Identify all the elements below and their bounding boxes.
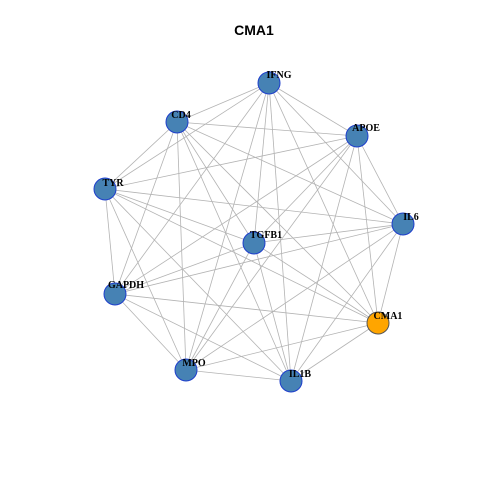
- edge-il6-gapdh: [114, 223, 404, 295]
- edge-ifng-tgfb1: [253, 82, 270, 244]
- edge-tgfb1-cma1: [253, 242, 379, 324]
- edge-tgfb1-il1b: [253, 242, 292, 382]
- edge-ifng-tyr: [104, 82, 270, 190]
- edge-mpo-il1b: [185, 369, 292, 382]
- edge-apoe-gapdh: [114, 135, 358, 295]
- node-label-gapdh: GAPDH: [108, 280, 144, 291]
- node-apoe: [345, 124, 369, 148]
- edge-apoe-cma1: [356, 135, 379, 324]
- edge-gapdh-il1b: [114, 293, 292, 382]
- edge-apoe-tyr: [104, 135, 358, 190]
- edge-apoe-mpo: [185, 135, 358, 371]
- node-tgfb1: [242, 231, 266, 255]
- edge-apoe-il1b: [290, 135, 358, 382]
- edge-tyr-il6: [104, 188, 404, 225]
- node-cd4: [165, 110, 189, 134]
- node-label-il6: IL6: [403, 212, 419, 223]
- edge-cd4-apoe: [176, 121, 358, 137]
- node-tyr: [93, 177, 117, 201]
- node-label-tyr: TYR: [102, 178, 124, 189]
- edge-tyr-cma1: [104, 188, 379, 324]
- edge-ifng-il1b: [268, 82, 292, 382]
- edge-ifng-cd4: [176, 82, 270, 123]
- edge-cma1-mpo: [185, 322, 379, 371]
- edge-il6-tgfb1: [253, 223, 404, 244]
- edge-cd4-tgfb1: [176, 121, 255, 244]
- node-gapdh: [103, 282, 127, 306]
- edge-gapdh-cma1: [114, 293, 379, 324]
- edge-tyr-gapdh: [104, 188, 116, 295]
- edge-tyr-il1b: [104, 188, 292, 382]
- edge-cd4-gapdh: [114, 121, 178, 295]
- edge-ifng-apoe: [268, 82, 358, 137]
- edge-il6-mpo: [185, 223, 404, 371]
- node-label-il1b: IL1B: [289, 369, 312, 380]
- edge-cd4-cma1: [176, 121, 379, 324]
- node-label-mpo: MPO: [182, 358, 206, 369]
- edge-ifng-cma1: [268, 82, 379, 324]
- node-label-tgfb1: TGFB1: [250, 230, 282, 241]
- node-label-cd4: CD4: [171, 110, 190, 121]
- node-label-cma1: CMA1: [374, 311, 403, 322]
- edge-il6-cma1: [377, 223, 404, 324]
- edge-tyr-tgfb1: [104, 188, 255, 244]
- edge-apoe-tgfb1: [253, 135, 358, 244]
- edge-tyr-mpo: [104, 188, 187, 371]
- node-label-ifng: IFNG: [267, 70, 292, 81]
- node-cma1: [366, 311, 390, 335]
- node-il6: [391, 212, 415, 236]
- diagram-title: CMA1: [234, 22, 274, 38]
- edge-ifng-il6: [268, 82, 404, 225]
- node-label-apoe: APOE: [352, 123, 380, 134]
- node-il1b: [279, 369, 303, 393]
- edge-cd4-mpo: [176, 121, 187, 371]
- edge-cd4-tyr: [104, 121, 178, 190]
- edge-apoe-il6: [356, 135, 404, 225]
- edge-cma1-il1b: [290, 322, 379, 382]
- edge-cd4-il6: [176, 121, 404, 225]
- edge-tgfb1-gapdh: [114, 242, 255, 295]
- edge-il6-il1b: [290, 223, 404, 382]
- node-mpo: [174, 358, 198, 382]
- node-ifng: [257, 71, 281, 95]
- edge-ifng-gapdh: [114, 82, 270, 295]
- edge-tgfb1-mpo: [185, 242, 255, 371]
- edge-ifng-mpo: [185, 82, 270, 371]
- node-layer: [93, 71, 415, 393]
- edge-cd4-il1b: [176, 121, 292, 382]
- edge-gapdh-mpo: [114, 293, 187, 371]
- edge-layer: [104, 82, 404, 382]
